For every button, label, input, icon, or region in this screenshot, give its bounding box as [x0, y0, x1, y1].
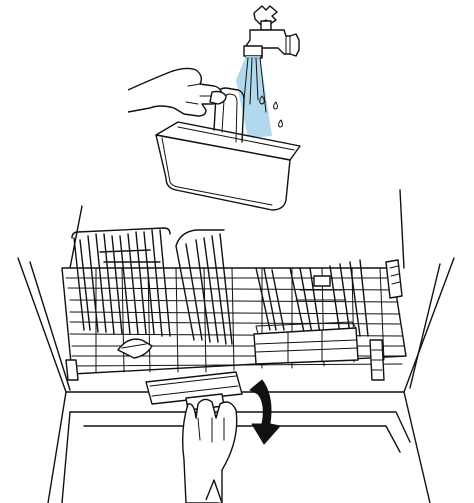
hand-icon: [128, 68, 226, 116]
rack: [62, 228, 406, 380]
hand-icon: [183, 399, 237, 503]
faucet-icon: [244, 6, 299, 58]
